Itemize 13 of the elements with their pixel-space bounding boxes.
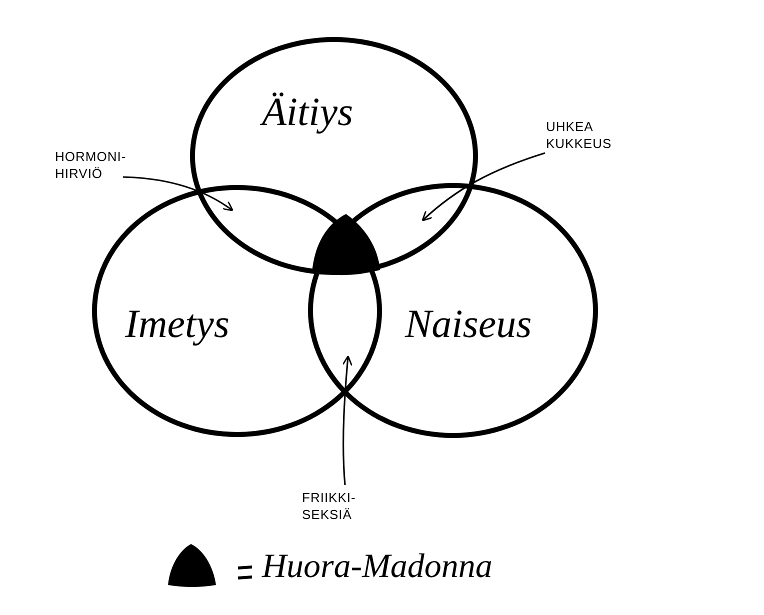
callout-label: UHKEA KUKKEUS [546, 118, 636, 152]
callout-label: HORMONI- HIRVIÖ [55, 148, 135, 182]
venn-circle [92, 185, 382, 437]
circle-label: Imetys [125, 300, 230, 347]
circle-label: Äitiys [262, 88, 354, 135]
leader-arrow [342, 355, 352, 486]
leader-arrow [422, 152, 546, 222]
legend-label: Huora-Madonna [262, 548, 492, 586]
venn-circle [308, 183, 598, 438]
circle-label: Naiseus [405, 300, 532, 347]
callout-label: FRIIKKI- SEKSIÄ [302, 489, 372, 523]
leader-arrow [122, 176, 234, 212]
venn-circle [190, 37, 478, 275]
